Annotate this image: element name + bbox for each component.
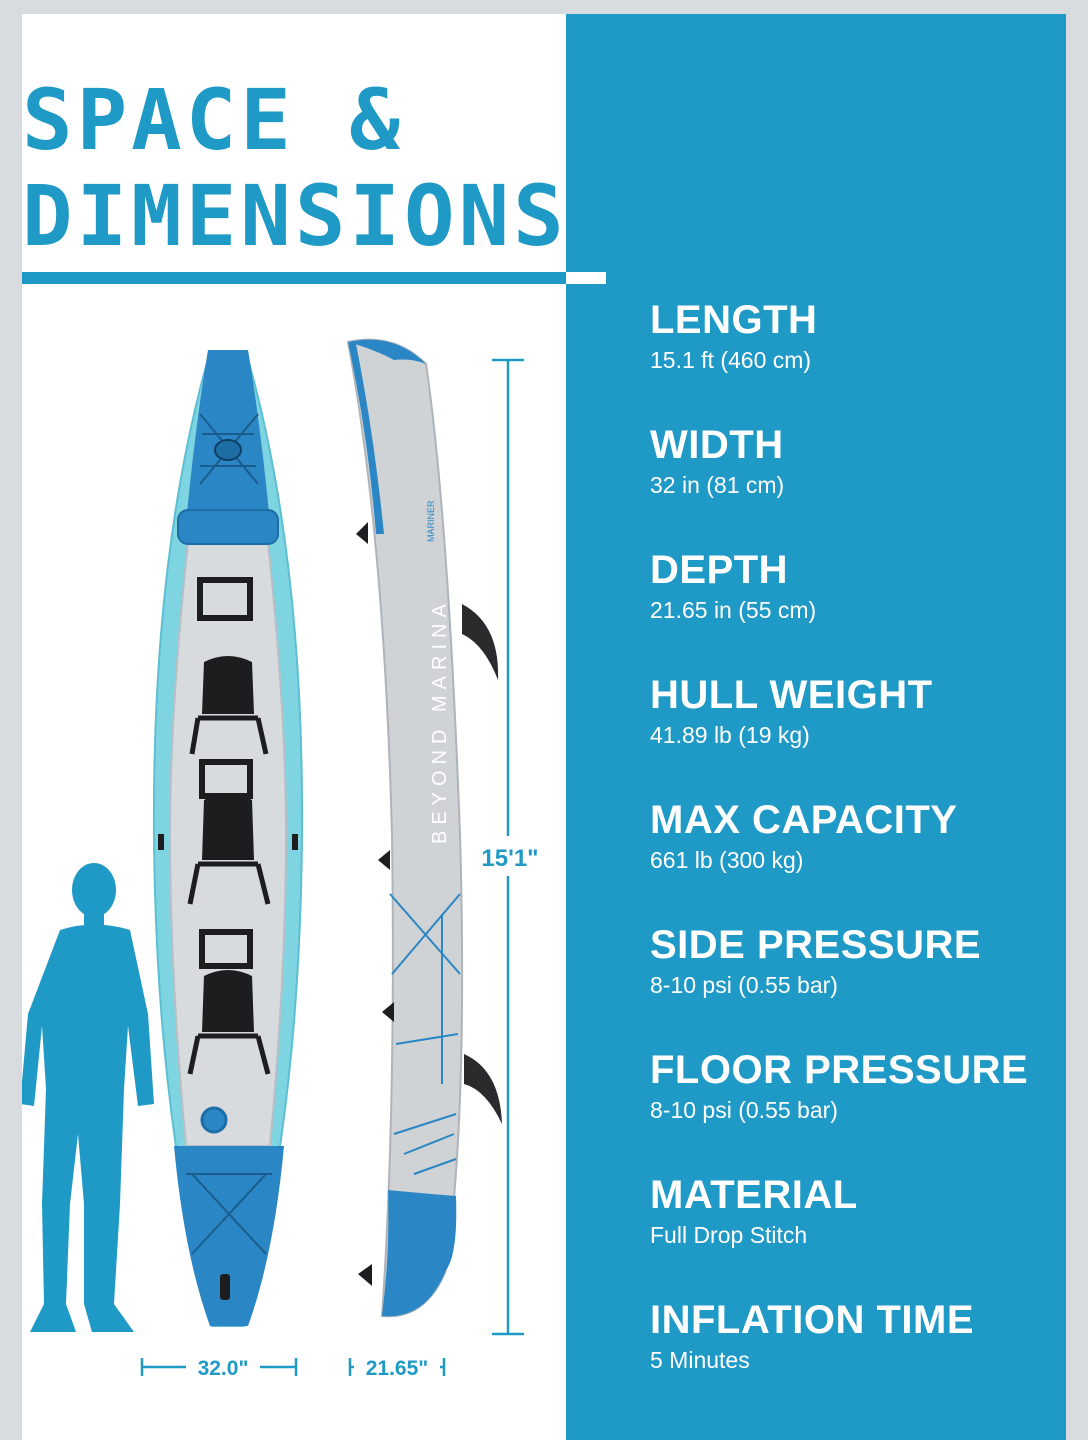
kayak-seat-middle	[187, 794, 271, 905]
spec-width: WIDTH 32 in (81 cm)	[650, 421, 1060, 546]
width-dimension-label: 32.0"	[198, 1357, 249, 1380]
kayak-seat-front	[189, 656, 269, 755]
page-title: SPACE & DIMENSIONS	[22, 72, 568, 264]
kayak-illustration: BEYOND MARINA MARINER 15'1" 32.0" 21.65"	[22, 338, 539, 1380]
kayak-side-view: BEYOND MARINA MARINER	[346, 338, 502, 1318]
spec-length: LENGTH 15.1 ft (460 cm)	[650, 296, 1060, 421]
kayak-brand-text: BEYOND MARINA	[429, 598, 451, 844]
title-underline	[22, 272, 606, 284]
spec-label: HULL WEIGHT	[650, 673, 933, 717]
kayak-top-view	[152, 350, 304, 1327]
spec-max-capacity: MAX CAPACITY 661 lb (300 kg)	[650, 796, 1060, 921]
spec-label: FLOOR PRESSURE	[650, 1048, 1029, 1092]
spec-floor-pressure: FLOOR PRESSURE 8-10 psi (0.55 bar)	[650, 1046, 1060, 1171]
title-line-1: SPACE &	[22, 71, 405, 169]
spec-side-pressure: SIDE PRESSURE 8-10 psi (0.55 bar)	[650, 921, 1060, 1046]
spec-label: INFLATION TIME	[650, 1298, 974, 1342]
person-silhouette-icon	[22, 863, 154, 1332]
spec-value: 8-10 psi (0.55 bar)	[650, 972, 838, 998]
spec-value: 15.1 ft (460 cm)	[650, 347, 812, 373]
product-sheet: SPACE & DIMENSIONS	[22, 14, 1066, 1440]
spec-value: Full Drop Stitch	[650, 1222, 808, 1248]
title-line-2: DIMENSIONS	[22, 167, 568, 265]
spec-list: LENGTH 15.1 ft (460 cm) WIDTH 32 in (81 …	[650, 296, 1060, 1421]
spec-label: DEPTH	[650, 548, 789, 592]
spec-value: 661 lb (300 kg)	[650, 847, 804, 873]
spec-depth: DEPTH 21.65 in (55 cm)	[650, 546, 1060, 671]
spec-value: 32 in (81 cm)	[650, 472, 785, 498]
depth-dimension-label: 21.65"	[366, 1357, 429, 1380]
kayak-model-text: MARINER	[426, 500, 436, 542]
kayak-seat-rear	[187, 970, 271, 1075]
spec-label: MAX CAPACITY	[650, 798, 958, 842]
spec-value: 5 Minutes	[650, 1347, 750, 1373]
title-underline-tip	[566, 272, 606, 284]
spec-material: MATERIAL Full Drop Stitch	[650, 1171, 1060, 1296]
spec-value: 41.89 lb (19 kg)	[650, 722, 810, 748]
valve-icon	[200, 1106, 228, 1134]
length-dimension-line	[492, 358, 524, 1336]
spec-value: 21.65 in (55 cm)	[650, 597, 817, 623]
length-dimension-label: 15'1"	[481, 845, 538, 872]
spec-label: WIDTH	[650, 423, 784, 467]
spec-label: LENGTH	[650, 298, 818, 342]
depth-dimension-line	[348, 1358, 446, 1376]
spec-value: 8-10 psi (0.55 bar)	[650, 1097, 838, 1123]
specs-panel	[566, 14, 1066, 1440]
spec-label: MATERIAL	[650, 1173, 858, 1217]
spec-hull-weight: HULL WEIGHT 41.89 lb (19 kg)	[650, 671, 1060, 796]
spec-label: SIDE PRESSURE	[650, 923, 982, 967]
width-dimension-line	[140, 1358, 298, 1376]
spec-inflation-time: INFLATION TIME 5 Minutes	[650, 1296, 1060, 1421]
